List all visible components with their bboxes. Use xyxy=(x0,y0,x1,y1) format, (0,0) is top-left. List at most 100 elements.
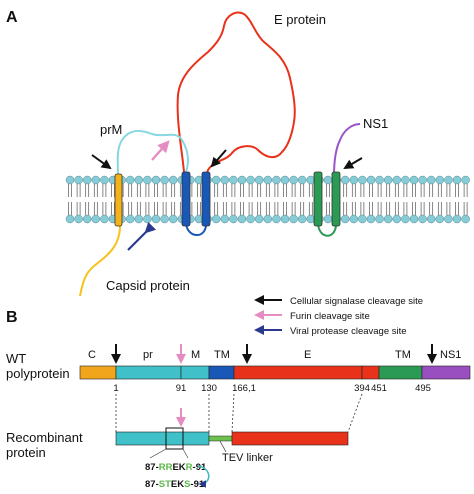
lipid-head xyxy=(220,214,230,224)
lipid-head xyxy=(375,214,384,224)
segment-tm-ns1 xyxy=(378,365,423,380)
lipid-head xyxy=(82,214,92,224)
lipid-head xyxy=(229,214,238,224)
mutation-site-box xyxy=(165,427,184,450)
lipid-head xyxy=(211,214,221,224)
lipid-head xyxy=(426,214,436,224)
recombinant-label-line2: protein xyxy=(6,445,46,460)
segment-label-e: E xyxy=(304,349,311,361)
lipid-head xyxy=(168,175,178,185)
lipid-head xyxy=(375,175,384,185)
position-451: 451 xyxy=(371,383,387,394)
lipid-head xyxy=(211,175,221,185)
lipid-head xyxy=(91,214,101,224)
lipid-head xyxy=(100,214,109,224)
segment-pr xyxy=(115,365,182,380)
lipid-head xyxy=(220,175,230,185)
lipid-head xyxy=(349,214,359,224)
lipid-head xyxy=(229,175,238,185)
wt-label-line2: polyprotein xyxy=(6,366,70,381)
lipid-head xyxy=(452,214,462,224)
lipid-head xyxy=(418,175,427,185)
lipid-head xyxy=(461,214,470,224)
lipid-head xyxy=(74,214,83,224)
lipid-head xyxy=(143,214,152,224)
legend-furin-text: Furin cleavage site xyxy=(290,311,370,322)
lipid-head xyxy=(143,175,152,185)
segment-label-c: C xyxy=(88,349,96,361)
lipid-head xyxy=(160,175,169,185)
recombinant-protein-bar xyxy=(115,427,349,450)
segment-c xyxy=(79,365,117,380)
lipid-head xyxy=(323,214,333,224)
lipid-head xyxy=(401,214,410,224)
lipid-head xyxy=(306,175,316,185)
signalase-arrow-ns1 xyxy=(343,157,363,170)
lipid-head xyxy=(358,214,367,224)
lipid-head xyxy=(323,175,333,185)
legend: Cellular signalase cleavage site Furin c… xyxy=(254,295,423,337)
mutant-cleavage-sequence: 87-STEKS-91 xyxy=(145,479,205,490)
lipid-bilayer xyxy=(65,175,470,224)
segment-e-stem xyxy=(361,365,380,380)
segment-tm-e xyxy=(208,365,235,380)
lipid-head xyxy=(74,175,83,185)
lipid-head xyxy=(435,214,445,224)
legend-viral-protease-text: Viral protease cleavage site xyxy=(290,326,407,337)
tev-linker-label: TEV linker xyxy=(222,452,273,464)
lipid-head xyxy=(134,214,144,224)
lipid-heads xyxy=(65,175,470,224)
lipid-head xyxy=(461,175,470,185)
tev-linker-pointer xyxy=(219,440,227,453)
signalase-arrow-e xyxy=(210,149,227,168)
segment-label-tm-1: TM xyxy=(214,349,230,361)
position-130: 130 xyxy=(201,383,217,394)
wt-label-line1: WT xyxy=(6,351,26,366)
viral-protease-arrow xyxy=(127,221,157,251)
lipid-head xyxy=(418,214,427,224)
lipid-tails xyxy=(68,183,468,216)
lipid-head xyxy=(401,175,410,185)
lipid-head xyxy=(383,214,393,224)
recombinant-e-segment xyxy=(231,431,349,446)
prm-chain xyxy=(116,129,190,177)
segment-m xyxy=(180,365,210,380)
lipid-head xyxy=(254,214,264,224)
lipid-head xyxy=(246,175,255,185)
capsid-chain xyxy=(79,225,121,297)
lipid-head xyxy=(237,175,247,185)
furin-arrow-prm xyxy=(151,140,170,161)
lipid-head xyxy=(125,214,135,224)
e-tm-helix-2 xyxy=(201,171,211,227)
lipid-head xyxy=(237,214,247,224)
alignment-guides xyxy=(115,393,363,433)
segment-label-tm-2: TM xyxy=(395,349,411,361)
panel-a-label: A xyxy=(6,9,18,26)
lipid-head xyxy=(409,175,419,185)
prm-label: prM xyxy=(100,122,122,137)
lipid-head xyxy=(426,175,436,185)
lipid-head xyxy=(366,214,376,224)
position-166-1: 166,1 xyxy=(232,383,256,394)
lipid-head xyxy=(65,175,75,185)
wt-cleavage-sequence: 87-RREKR-91 xyxy=(145,462,207,473)
lipid-head xyxy=(280,175,290,185)
capsid-label: Capsid protein xyxy=(106,278,190,293)
prm-tm-helix xyxy=(114,173,123,227)
lipid-head xyxy=(263,214,273,224)
lipid-head xyxy=(160,214,169,224)
lipid-head xyxy=(409,214,419,224)
ns1-tm-helix-2 xyxy=(331,171,341,227)
lipid-head xyxy=(289,214,298,224)
lipid-head xyxy=(358,175,367,185)
tev-linker-segment xyxy=(208,435,233,442)
lipid-head xyxy=(349,175,359,185)
position-394: 394 xyxy=(354,383,370,394)
legend-signalase-text: Cellular signalase cleavage site xyxy=(290,296,423,307)
ns1-label: NS1 xyxy=(363,116,388,131)
lipid-head xyxy=(340,214,350,224)
lipid-head xyxy=(151,214,161,224)
lipid-head xyxy=(272,175,281,185)
lipid-head xyxy=(168,214,178,224)
